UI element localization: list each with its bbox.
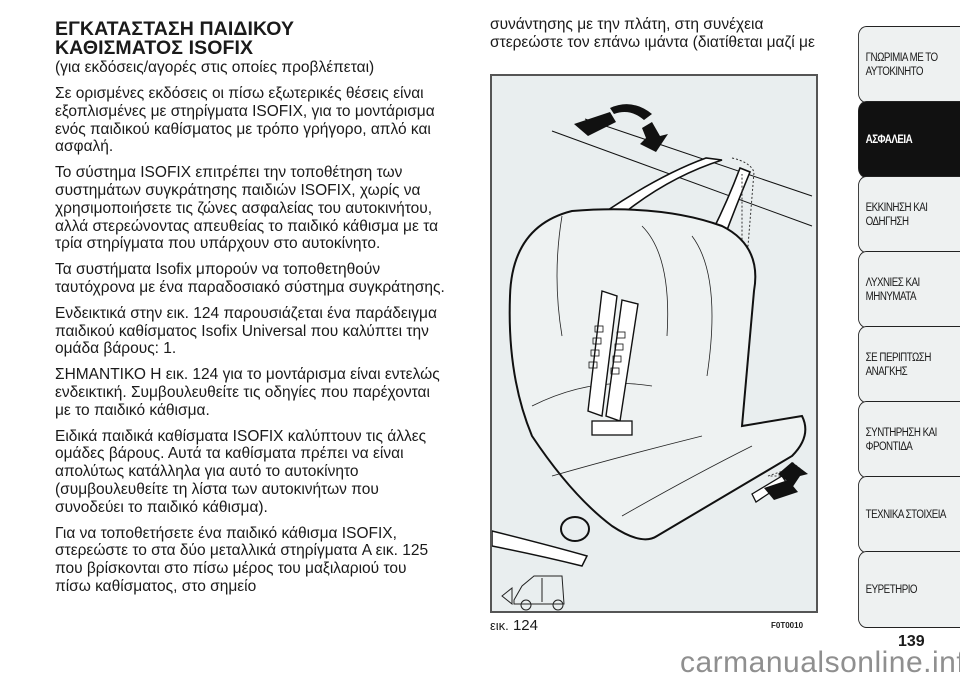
paragraph: Ενδεικτικά στην εικ. 124 παρουσιάζεται έ…: [55, 304, 437, 358]
arrow-up-icon: [778, 462, 808, 488]
paragraph: Ειδικά παιδικά καθίσματα ISOFIX καλύπτου…: [55, 427, 427, 516]
child-seat-illustration: [492, 104, 813, 611]
figure-code: F0T0010: [771, 621, 804, 630]
figure-caption: εικ. 124: [490, 617, 538, 634]
section-subtitle: (για εκδόσεις/αγορές στις οποίες προβλέπ…: [55, 59, 375, 76]
page-number: 139: [898, 633, 925, 650]
paragraph: Το σύστημα ISOFIX επιτρέπει την τοποθέτη…: [55, 164, 439, 253]
watermark: carmanualsonline.info: [680, 646, 960, 679]
tab-emergency[interactable]: ΣΕ ΠΕΡΙΠΤΩΣΗ ΑΝΑΓΚΗΣ: [858, 326, 960, 403]
tab-starting-driving[interactable]: ΕΚΚΙΝΗΣΗ ΚΑΙ ΟΔΗΓΗΣΗ: [858, 176, 960, 253]
paragraph: Σε ορισμένες εκδόσεις οι πίσω εξωτερικές…: [55, 85, 435, 156]
left-column: ΕΓΚΑΤΑΣΤΑΣΗ ΠΑΙΔΙΚΟΥ ΚΑΘΙΣΜΑΤΟΣ ISOFIX (…: [55, 18, 445, 596]
vehicle-direction-icon: [501, 575, 565, 611]
tab-maintenance[interactable]: ΣΥΝΤΗΡΗΣΗ ΚΑΙ ΦΡΟΝΤΙΔΑ: [858, 401, 960, 478]
title-line-1: ΕΓΚΑΤΑΣΤΑΣΗ ΠΑΙΔΙΚΟΥ: [55, 18, 295, 40]
paragraph: Τα συστήματα Isofix μπορούν να τοποθετηθ…: [55, 261, 445, 296]
tab-safety[interactable]: ΑΣΦΑΛΕΙΑ: [858, 101, 960, 178]
arrow-icon: [574, 112, 616, 136]
arrow-icon: [764, 480, 798, 500]
caption-number: 124: [512, 617, 538, 634]
caption-prefix: εικ.: [490, 618, 509, 633]
tab-index[interactable]: ΕΥΡΕΤΗΡΙΟ: [858, 551, 960, 628]
title-line-2: ΚΑΘΙΣΜΑΤΟΣ ISOFIX: [55, 37, 254, 59]
tab-technical-specs[interactable]: ΤΕΧΝΙΚΑ ΣΤΟΙΧΕΙΑ: [858, 476, 960, 553]
paragraph: ΣΗΜΑΝΤΙΚΟ Η εικ. 124 για το μοντάρισμα ε…: [55, 366, 440, 419]
arrow-down-icon: [640, 122, 668, 152]
figure-isofix-child-seat: [490, 74, 818, 613]
right-column: συνάντησης με την πλάτη, στη συνέχεια στ…: [490, 16, 830, 52]
section-title: ΕΓΚΑΤΑΣΤΑΣΗ ΠΑΙΔΙΚΟΥ ΚΑΘΙΣΜΑΤΟΣ ISOFIX: [55, 18, 445, 59]
chapter-tabs: ΓΝΩΡΙΜΙΑ ΜΕ ΤΟ ΑΥΤΟΚΙΝΗΤΟ ΑΣΦΑΛΕΙΑ ΕΚΚΙΝ…: [858, 26, 960, 628]
paragraph-continued: συνάντησης με την πλάτη, στη συνέχεια στ…: [490, 16, 815, 51]
tab-warning-lights[interactable]: ΛΥΧΝΙΕΣ ΚΑΙ ΜΗΝΥΜΑΤΑ: [858, 251, 960, 328]
paragraph: Για να τοποθετήσετε ένα παιδικό κάθισμα …: [55, 524, 429, 595]
tab-getting-to-know[interactable]: ΓΝΩΡΙΜΙΑ ΜΕ ΤΟ ΑΥΤΟΚΙΝΗΤΟ: [858, 26, 960, 103]
